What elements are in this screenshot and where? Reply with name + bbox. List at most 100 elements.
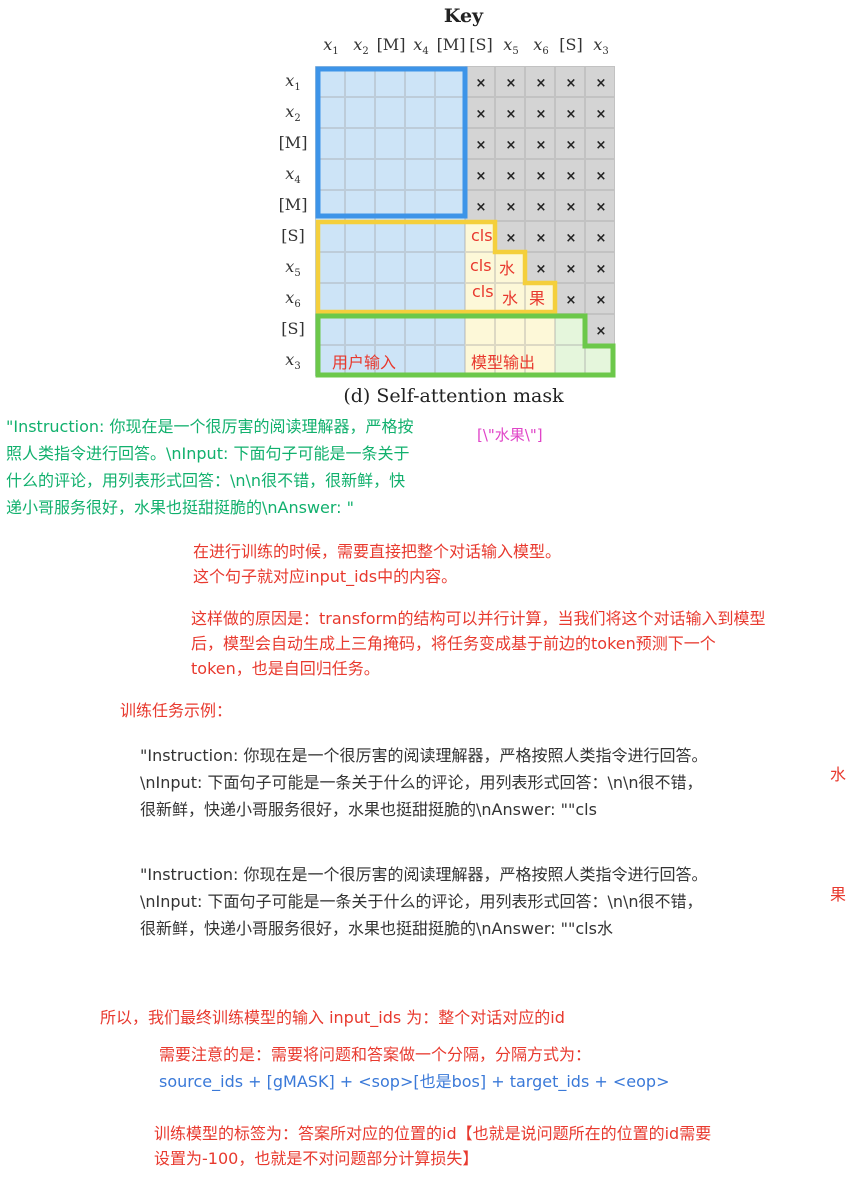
attention-cell [525,314,555,345]
mask-x-icon: × [565,107,577,122]
attention-cell [315,314,345,345]
attention-cell [315,97,345,128]
attention-cell [315,221,345,252]
attention-cell [465,314,495,345]
attention-cell [555,345,585,376]
example-line: 很新鲜，快递小哥服务很好，水果也挺甜挺脆的\nAnswer: ""cls [140,800,597,819]
label-note: 训练模型的标签为：答案所对应的位置的id【也就是说问题所在的位置的id需要 设置… [154,1121,711,1171]
mask-x-icon: × [505,231,517,246]
model-output-label: 模型输出 [471,353,536,372]
masked-cell: × [495,66,525,97]
row-label: x4 [285,164,301,187]
mask-x-icon: × [475,138,487,153]
column-label: x4 [413,35,429,58]
column-label: x2 [353,35,369,58]
answer-label: [\"水果\"] [477,426,543,444]
attention-cell [345,252,375,283]
column-label: [S] [469,35,493,54]
attention-cell [435,128,465,159]
mask-x-icon: × [565,262,577,277]
attention-cell [375,252,405,283]
example-2-target: 果 [830,885,847,904]
attention-cell [375,128,405,159]
mask-x-icon: × [475,169,487,184]
masked-cell: × [495,97,525,128]
masked-cell: × [555,221,585,252]
column-label: x1 [323,35,339,58]
separator-note: 需要注意的是：需要将问题和答案做一个分隔，分隔方式为： [159,1045,592,1064]
example-line: \nInput: 下面句子可能是一条关于什么的评论，用列表形式回答：\n\n很不… [140,892,703,911]
mask-x-icon: × [595,231,607,246]
mask-x-icon: × [505,169,517,184]
attention-cell [435,66,465,97]
attention-cell [585,345,615,376]
prompt-line: 递小哥服务很好，水果也挺甜挺脆的\nAnswer: " [6,498,355,517]
attention-cell [435,314,465,345]
attention-cell [315,190,345,221]
column-label: [M] [376,35,406,54]
attention-cell [345,314,375,345]
row-label: x2 [285,102,301,125]
attention-cell [375,221,405,252]
attention-cell [345,221,375,252]
attention-cell [435,252,465,283]
mask-x-icon: × [595,169,607,184]
masked-cell: × [525,190,555,221]
reason-note: 这样做的原因是：transform的结构可以并行计算，当我们将这个对话输入到模型… [191,606,765,681]
note-line: token，也是自回归任务。 [191,659,380,678]
attention-mask-grid: ××××××××××××××××××××××××××××××××××× [315,66,615,376]
attention-cell [345,159,375,190]
column-label: [M] [436,35,466,54]
attention-cell [345,97,375,128]
mask-x-icon: × [565,293,577,308]
attention-cell [375,190,405,221]
overlay-shui-row7: 水 [499,259,516,278]
separator-format: source_ids + [gMASK] + <sop>[也是bos] + ta… [159,1072,670,1091]
row-label: [M] [278,133,308,152]
masked-cell: × [585,252,615,283]
column-label: x5 [503,35,519,58]
mask-x-icon: × [535,200,547,215]
mask-x-icon: × [565,76,577,91]
masked-cell: × [465,97,495,128]
masked-cell: × [525,97,555,128]
mask-x-icon: × [535,138,547,153]
masked-cell: × [585,314,615,345]
masked-cell: × [555,190,585,221]
example-line: \nInput: 下面句子可能是一条关于什么的评论，用列表形式回答：\n\n很不… [140,773,703,792]
attention-cell [405,221,435,252]
attention-cell [435,190,465,221]
masked-cell: × [495,128,525,159]
row-label: x6 [285,288,301,311]
masked-cell: × [555,252,585,283]
prompt-text-block: "Instruction: 你现在是一个很厉害的阅读理解器，严格按 照人类指令进… [6,413,466,521]
attention-cell [315,66,345,97]
mask-x-icon: × [595,138,607,153]
attention-cell [435,221,465,252]
overlay-cls-row7: cls [470,256,492,275]
attention-cell [405,66,435,97]
attention-cell [435,345,465,376]
masked-cell: × [525,159,555,190]
attention-cell [375,66,405,97]
mask-x-icon: × [535,169,547,184]
row-label: x1 [285,71,301,94]
mask-x-icon: × [505,138,517,153]
prompt-line: 什么的评论，用列表形式回答：\n\n很不错，很新鲜，快 [6,471,406,490]
attention-cell [315,283,345,314]
attention-cell [315,252,345,283]
mask-x-icon: × [475,76,487,91]
prompt-line: "Instruction: 你现在是一个很厉害的阅读理解器，严格按 [6,417,414,436]
mask-x-icon: × [475,107,487,122]
attention-cell [345,66,375,97]
mask-x-icon: × [565,138,577,153]
attention-cell [405,345,435,376]
attention-cell [345,190,375,221]
example-title: 训练任务示例： [120,701,233,720]
attention-cell [405,159,435,190]
row-label: [S] [281,319,305,338]
note-line: 在进行训练的时候，需要直接把整个对话输入模型。 [193,542,562,561]
attention-cell [495,314,525,345]
mask-x-icon: × [595,200,607,215]
mask-x-icon: × [595,76,607,91]
